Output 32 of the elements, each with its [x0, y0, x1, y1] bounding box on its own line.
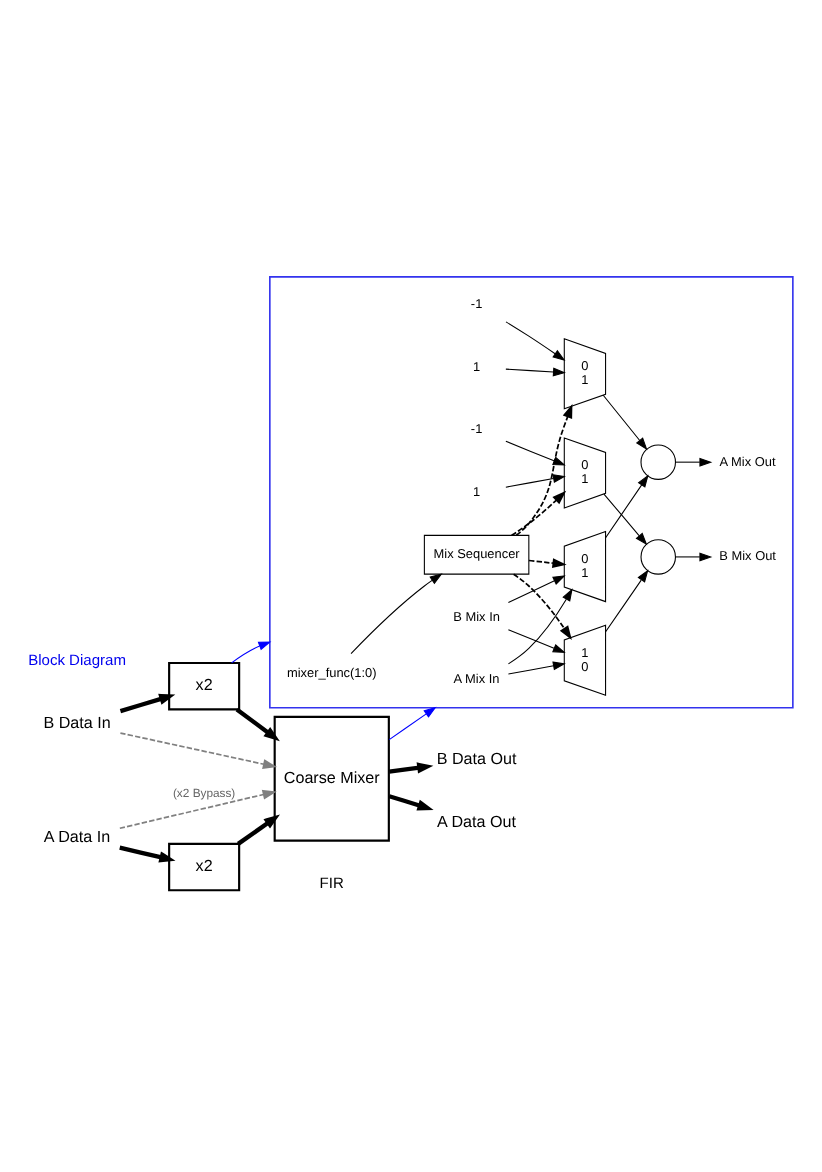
arrow: [507, 575, 566, 604]
arrow: [507, 661, 566, 675]
arrow: [231, 641, 272, 664]
arrow: [119, 693, 176, 714]
arrow: [505, 321, 566, 361]
arrow: [605, 474, 649, 539]
arrow: [675, 457, 713, 467]
arrow: [119, 789, 277, 830]
arrow: [236, 814, 280, 846]
arrow: [675, 552, 713, 562]
arrow: [350, 573, 443, 655]
arrow: [388, 794, 434, 811]
arrow: [388, 706, 437, 741]
arrow: [510, 490, 567, 537]
arrow: [388, 762, 434, 774]
arrow: [528, 558, 567, 569]
arrow: [505, 367, 566, 377]
arrow: [505, 474, 566, 488]
arrow: [603, 493, 648, 546]
arrow: [119, 732, 278, 769]
node-circle: [640, 444, 676, 480]
cluster: [269, 276, 794, 709]
arrow: [507, 588, 573, 665]
arrow: [507, 629, 566, 653]
arrow: [119, 845, 176, 863]
arrow: [512, 573, 572, 640]
arrow: [605, 569, 649, 633]
node-circle: [640, 539, 676, 575]
arrow: [505, 440, 566, 466]
arrow: [235, 707, 280, 742]
arrow: [515, 403, 573, 537]
arrow: [602, 394, 648, 451]
